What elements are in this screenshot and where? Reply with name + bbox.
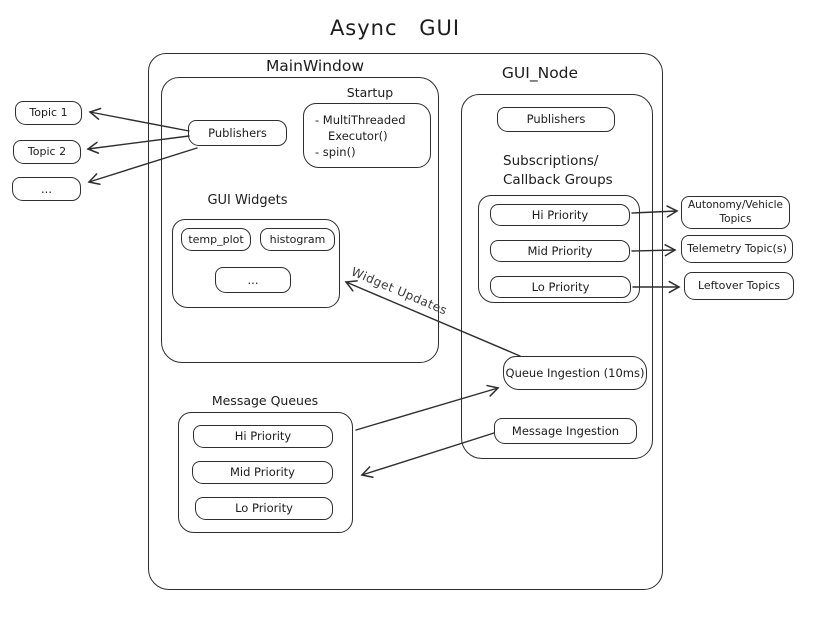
- subscription-mid-priority-box: Mid Priority: [490, 240, 630, 262]
- queue-ingestion-box: Queue Ingestion (10ms): [503, 356, 647, 390]
- subscription-lo-priority-label: Lo Priority: [531, 279, 590, 294]
- startup-line-1: - MultiThreaded: [315, 113, 406, 127]
- leftover-topics-label: Leftover Topics: [697, 279, 781, 293]
- subscription-mid-priority-label: Mid Priority: [527, 243, 593, 258]
- widget-ellipsis-box: ...: [215, 267, 291, 293]
- message-queue-lo-priority-box: Lo Priority: [195, 497, 333, 520]
- outer-container-box: [148, 53, 663, 590]
- autonomy-vehicle-topics-label: Autonomy/Vehicle Topics: [688, 199, 783, 225]
- startup-line-3: - spin(): [315, 145, 356, 160]
- startup-box: [303, 103, 431, 168]
- mainwindow-publishers-box: Publishers: [188, 120, 287, 146]
- diagram-title: Async GUI: [329, 16, 461, 40]
- message-queue-mid-priority-box: Mid Priority: [192, 461, 333, 484]
- main-window-box: [161, 77, 439, 363]
- message-ingestion-box: Message Ingestion: [494, 418, 637, 444]
- subscription-hi-priority-box: Hi Priority: [490, 204, 630, 226]
- topic-1-box: Topic 1: [15, 101, 82, 125]
- autonomy-vehicle-topics-box: Autonomy/Vehicle Topics: [681, 196, 790, 229]
- startup-text: - MultiThreaded Executor() - spin(): [315, 112, 427, 160]
- message-queue-lo-priority-label: Lo Priority: [235, 501, 293, 516]
- message-queues-label: Message Queues: [211, 393, 319, 408]
- message-queue-hi-priority-label: Hi Priority: [234, 429, 292, 444]
- message-queue-hi-priority-box: Hi Priority: [193, 425, 333, 448]
- widget-ellipsis-label: ...: [247, 272, 259, 287]
- topic-2-label: Topic 2: [27, 145, 67, 159]
- widget-temp-plot-box: temp_plot: [181, 228, 251, 251]
- main-window-label: MainWindow: [265, 57, 365, 75]
- widget-histogram-box: histogram: [260, 228, 335, 251]
- message-ingestion-label: Message Ingestion: [511, 423, 620, 438]
- gui-widgets-label: GUI Widgets: [207, 192, 288, 208]
- subscription-lo-priority-box: Lo Priority: [490, 276, 631, 298]
- topic-1-label: Topic 1: [29, 106, 68, 120]
- topic-ellipsis-label: ...: [41, 181, 52, 196]
- subscription-hi-priority-label: Hi Priority: [531, 207, 589, 222]
- topic-ellipsis-box: ...: [12, 177, 81, 201]
- queue-ingestion-label: Queue Ingestion (10ms): [505, 365, 645, 380]
- startup-line-2: Executor(): [328, 129, 388, 144]
- mainwindow-publishers-label: Publishers: [208, 125, 267, 140]
- startup-label: Startup: [346, 84, 394, 100]
- telemetry-topics-box: Telemetry Topic(s): [681, 235, 793, 263]
- widget-histogram-label: histogram: [269, 232, 326, 246]
- guinode-publishers-box: Publishers: [497, 107, 615, 132]
- message-queue-mid-priority-label: Mid Priority: [229, 465, 295, 480]
- gui-node-box: [461, 94, 653, 459]
- leftover-topics-box: Leftover Topics: [684, 272, 794, 300]
- guinode-publishers-label: Publishers: [526, 112, 586, 127]
- widget-temp-plot-label: temp_plot: [188, 232, 244, 246]
- subscriptions-label-line2: Callback Groups: [503, 171, 613, 188]
- gui-node-label: GUI_Node: [501, 64, 579, 82]
- subscriptions-label-line1: Subscriptions/: [503, 152, 599, 169]
- telemetry-topics-label: Telemetry Topic(s): [687, 242, 787, 256]
- topic-2-box: Topic 2: [13, 140, 81, 164]
